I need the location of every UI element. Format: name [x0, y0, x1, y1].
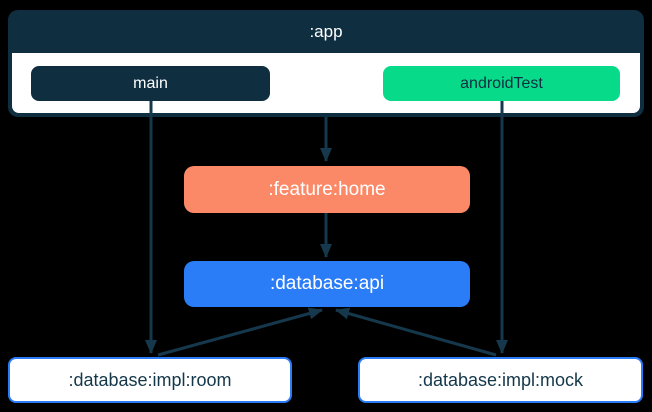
- node-androidtest-source-set: androidTest: [383, 66, 620, 101]
- node-database-impl-room: :database:impl:room: [8, 357, 292, 403]
- node-main-source-set: main: [31, 66, 270, 101]
- node-database-api: :database:api: [184, 261, 470, 307]
- node-feature-home: :feature:home: [184, 166, 470, 213]
- app-module-title: :app: [309, 21, 343, 41]
- edge-mock-to-database-api: [335, 307, 497, 357]
- node-database-impl-mock: :database:impl:mock: [358, 357, 643, 403]
- edge-room-to-database-api: [157, 307, 323, 357]
